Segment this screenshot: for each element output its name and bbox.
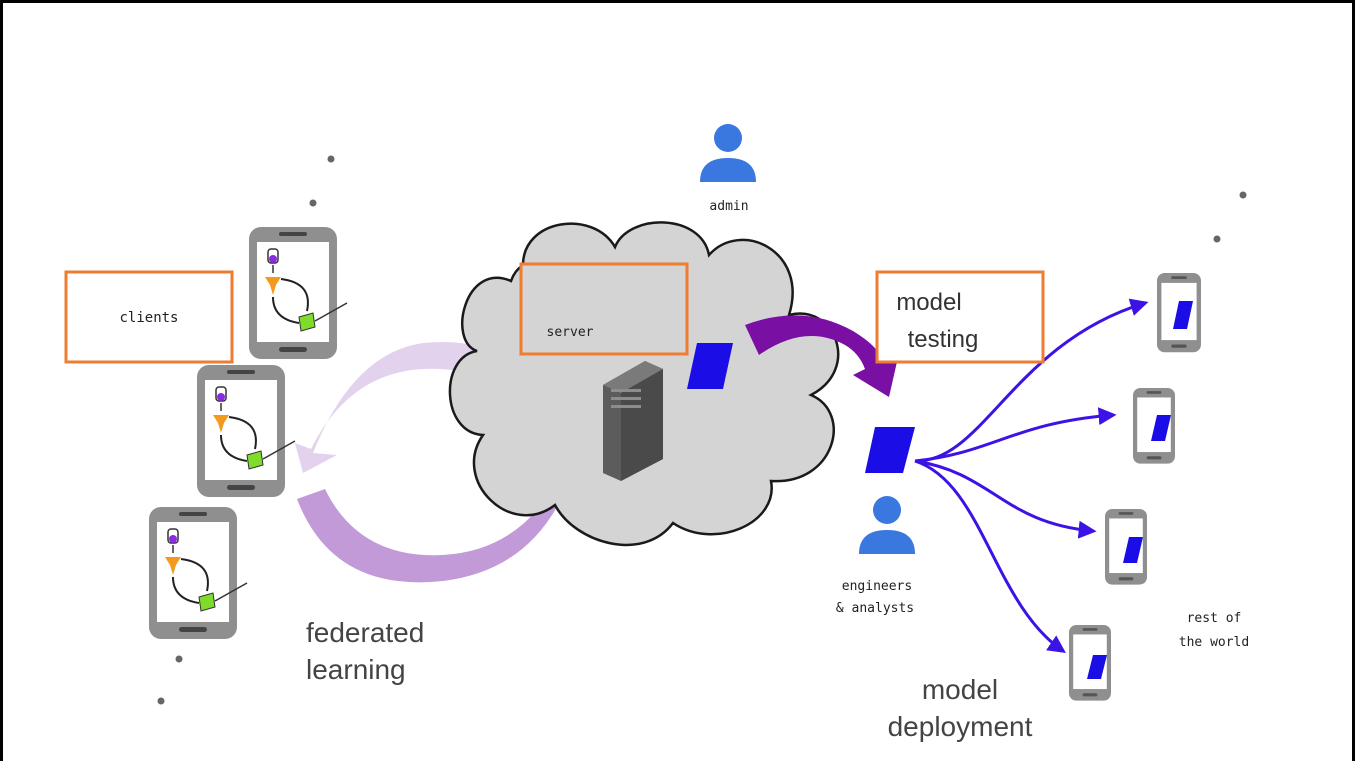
- server-rack-icon: [603, 361, 663, 481]
- world-phone-1: [1157, 273, 1201, 353]
- world-phone-4: [1069, 625, 1111, 701]
- ellipsis-dot: [309, 199, 317, 207]
- world-phone-3: [1105, 509, 1147, 585]
- model-testing-arrow: [745, 315, 899, 397]
- client-phone-1: [248, 226, 348, 360]
- federated-label-line1: federated: [306, 617, 424, 648]
- admin-person-icon: [700, 124, 756, 182]
- world-label-line2: the world: [1179, 635, 1249, 650]
- engineers-label-line1: engineers: [842, 579, 912, 594]
- deployment-label-line2: deployment: [888, 711, 1033, 742]
- engineers-person-icon: [859, 496, 915, 554]
- federated-label-line2: learning: [306, 654, 406, 685]
- ellipsis-dot: [327, 155, 335, 163]
- model-testing-label-line2: testing: [908, 326, 979, 353]
- client-phone-3: [148, 506, 248, 640]
- diagram-canvas: clients server admin model testing feder…: [64, 124, 1249, 742]
- fl-arrow-lower: [297, 473, 575, 583]
- world-phone-2: [1133, 388, 1175, 464]
- model-testing-highlight-box: [875, 270, 1045, 364]
- ellipsis-dot: [1213, 235, 1221, 243]
- clients-highlight-box: [64, 270, 234, 364]
- deployment-arrows: [914, 298, 1149, 654]
- admin-label: admin: [709, 199, 748, 214]
- server-highlight-box: [519, 262, 689, 356]
- world-label-line1: rest of: [1187, 611, 1242, 626]
- engineers-label-line2: & analysts: [836, 601, 914, 616]
- model-tile-icon: [687, 343, 733, 389]
- clients-label: clients: [119, 310, 178, 326]
- client-phone-2: [196, 364, 296, 498]
- ellipsis-dot: [175, 655, 183, 663]
- deployed-model-tile-icon: [865, 427, 915, 473]
- model-testing-label-line1: model: [896, 289, 961, 316]
- server-label: server: [547, 325, 594, 340]
- ellipsis-dot: [1239, 191, 1247, 199]
- deployment-label-line1: model: [922, 674, 998, 705]
- ellipsis-dot: [157, 697, 165, 705]
- federated-learning-diagram: clients server admin model testing feder…: [3, 3, 1352, 761]
